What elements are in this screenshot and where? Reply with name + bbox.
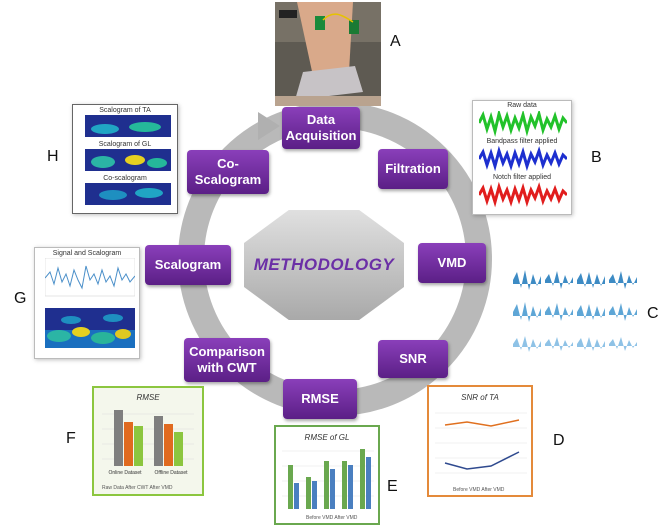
gl-scalogram-title: Scalogram of GL	[98, 141, 152, 148]
co-scalogram-panel: Scalogram of TA Scalogram of GL Co-scalo…	[72, 104, 178, 214]
gl-after-bar-5	[366, 457, 371, 509]
rmse-gl-legend-after: After VMD	[334, 515, 358, 521]
scalogram-panel-title: Signal and Scalogram	[52, 250, 122, 257]
raw-signal-trace	[479, 111, 567, 137]
online-vmd-bar	[134, 426, 143, 466]
label-d: D	[553, 432, 565, 449]
vmd-mode-11	[577, 337, 605, 351]
rmse-chart-panel: RMSE Online Dataset Offline Dataset Raw …	[92, 386, 204, 496]
vmd-mode-8	[609, 303, 637, 321]
online-cwt-bar	[124, 422, 133, 466]
label-a: A	[390, 33, 401, 50]
notch-title: Notch filter applied	[493, 174, 551, 181]
label-c: C	[647, 305, 659, 322]
step-snr: SNR	[378, 340, 448, 378]
notch-signal-trace	[479, 181, 567, 208]
snr-legend: Before VMD After VMD	[453, 487, 504, 493]
offline-raw-bar	[154, 416, 163, 466]
step-co-scalogram: Co-Scalogram	[187, 150, 269, 194]
step-rmse: RMSE	[283, 379, 357, 419]
scalogram-panel: Signal and Scalogram	[34, 247, 140, 359]
sensor-leg-photo	[275, 2, 381, 106]
gl-before-bar-3	[324, 461, 329, 509]
rmse-legend-cwt: After CWT	[125, 485, 149, 491]
methodology-octagon: METHODOLOGY	[244, 210, 404, 320]
gl-after-bar-2	[312, 481, 317, 509]
cycle-arrowhead	[258, 112, 280, 140]
gl-before-bar-1	[288, 465, 293, 509]
label-g: G	[14, 290, 27, 307]
vmd-mode-3	[577, 272, 605, 288]
rmse-legend-raw: Raw Data	[102, 485, 124, 491]
vmd-mode-4	[609, 271, 637, 289]
label-b: B	[591, 149, 602, 166]
snr-legend-before: Before VMD	[453, 487, 481, 493]
offline-vmd-bar	[174, 432, 183, 466]
snr-before-vmd-line	[444, 451, 520, 470]
gl-before-bar-4	[342, 461, 347, 509]
gl-before-bar-5	[360, 449, 365, 509]
bandpass-title: Bandpass filter applied	[486, 138, 558, 145]
vmd-mode-12	[609, 337, 637, 351]
step-scalogram: Scalogram	[145, 245, 231, 285]
gl-after-bar-4	[348, 465, 353, 509]
gl-after-bar-1	[294, 483, 299, 509]
vmd-mode-9	[513, 336, 541, 352]
methodology-label: METHODOLOGY	[253, 255, 395, 274]
vmd-mode-5	[513, 302, 541, 322]
rmse-legend-vmd: After VMD	[149, 485, 173, 491]
vmd-mode-2	[545, 271, 573, 289]
rmse-legend: Raw Data After CWT After VMD	[102, 485, 173, 491]
snr-chart-panel: SNR of TA Before VMD After VMD	[427, 385, 533, 497]
step-filtration: Filtration	[378, 149, 448, 189]
rmse-gl-chart-panel: RMSE of GL Before VMD After VMD	[274, 425, 380, 525]
filtration-plots-panel: Raw data Bandpass filter applied Notch f…	[472, 100, 572, 215]
vmd-mode-1	[513, 270, 541, 290]
ta-scalogram-title: Scalogram of TA	[99, 107, 151, 114]
raw-data-title: Raw data	[507, 102, 537, 109]
gl-before-bar-2	[306, 477, 311, 509]
raw-signal-line	[45, 265, 135, 290]
rmse-category-online: Online Dataset	[108, 470, 142, 476]
rmse-chart-title: RMSE	[136, 393, 160, 402]
step-comparison-with-cwt: Comparison with CWT	[184, 338, 270, 382]
step-data-acquisition: Data Acquisition	[282, 107, 360, 149]
rmse-gl-title: RMSE of GL	[304, 433, 350, 442]
step-vmd: VMD	[418, 243, 486, 283]
vmd-mode-10	[545, 337, 573, 351]
online-raw-bar	[114, 410, 123, 466]
co-scalogram-title: Co-scalogram	[103, 175, 147, 182]
vmd-modes-grid	[511, 262, 639, 358]
snr-after-vmd-line	[444, 419, 520, 427]
snr-legend-after: After VMD	[481, 487, 505, 493]
label-f: F	[66, 430, 76, 447]
bandpass-signal-trace	[479, 145, 567, 172]
snr-chart-title: SNR of TA	[461, 393, 499, 402]
vmd-mode-6	[545, 303, 573, 321]
rmse-gl-legend: Before VMD After VMD	[306, 515, 357, 521]
offline-cwt-bar	[164, 424, 173, 466]
rmse-category-offline: Offline Dataset	[154, 470, 188, 476]
gl-after-bar-3	[330, 469, 335, 509]
label-h: H	[47, 148, 59, 165]
vmd-mode-7	[577, 304, 605, 320]
rmse-gl-legend-before: Before VMD	[306, 515, 334, 521]
rmse-categories: Online Dataset Offline Dataset	[102, 470, 194, 476]
label-e: E	[387, 478, 398, 495]
